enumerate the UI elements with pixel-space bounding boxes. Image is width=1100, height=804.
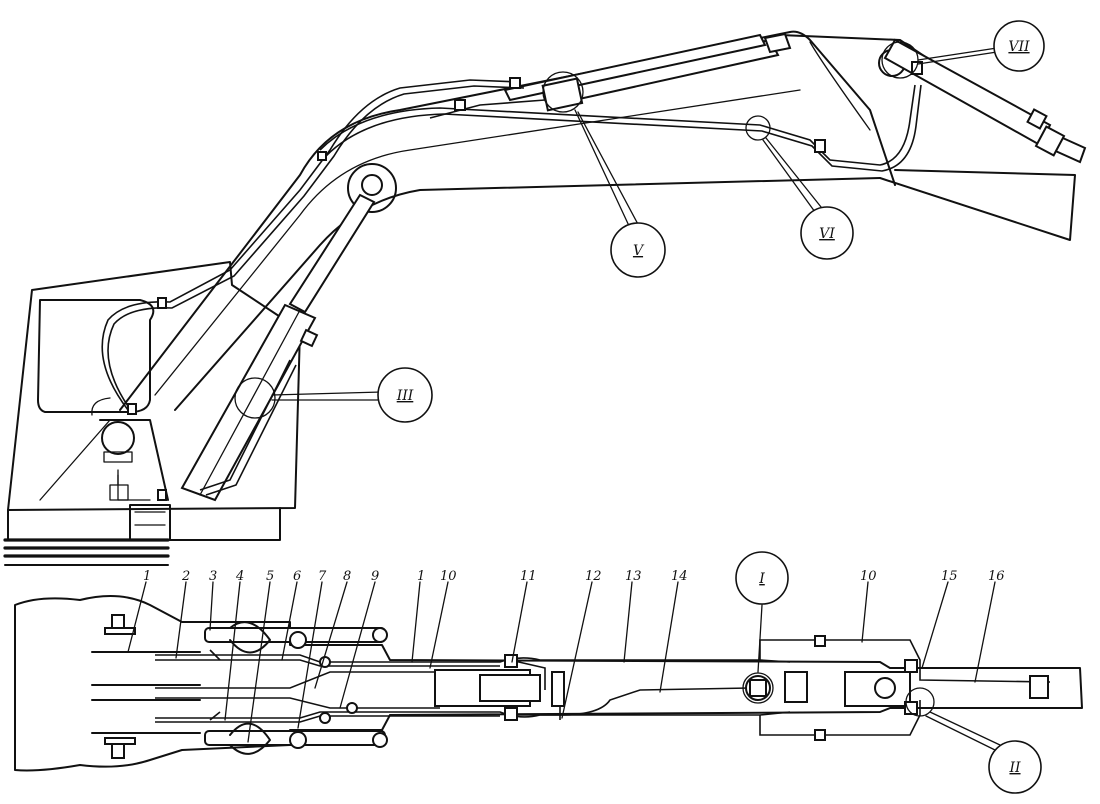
callout-iii: III	[377, 367, 433, 423]
base-frame	[3, 261, 301, 566]
callout-i: I	[735, 551, 789, 605]
part-label: 13	[625, 569, 642, 584]
part-label: 1	[143, 569, 151, 584]
part-label: 12	[585, 569, 602, 584]
callout-ii: II	[988, 740, 1042, 794]
svg-text:II: II	[1008, 760, 1021, 776]
part-label: 9	[371, 569, 379, 584]
plan-boom-cylinders	[204, 621, 388, 755]
svg-text:VII: VII	[1008, 39, 1030, 55]
part-label: 10	[860, 569, 877, 584]
part-label: 3	[209, 569, 217, 584]
part-label: 15	[941, 569, 958, 584]
callout-ring-vi	[745, 115, 771, 141]
part-label: 6	[293, 569, 301, 584]
svg-text:I: I	[758, 571, 765, 587]
arm-cylinder	[503, 32, 792, 112]
bucket-cylinder	[883, 38, 1087, 164]
hydraulic-lines-side	[101, 61, 923, 501]
callout-v: V	[610, 222, 666, 278]
part-label: 11	[520, 569, 537, 584]
callout-vi: VI	[800, 206, 854, 260]
callout-ring-ii	[905, 687, 935, 717]
part-label: 1	[417, 569, 425, 584]
callout-vii: VII	[993, 20, 1045, 72]
part-label: 8	[343, 569, 351, 584]
part-label: 14	[671, 569, 688, 584]
part-leaders	[127, 581, 996, 743]
part-label: 16	[988, 569, 1005, 584]
svg-text:III: III	[396, 388, 414, 404]
part-label: 2	[181, 569, 190, 584]
side-view	[3, 30, 1087, 566]
callout-ring-v	[542, 71, 584, 113]
part-labels: 1 2 3 4 5 6 7 8 9 1 10 11 12 13 14 10 15…	[143, 569, 1005, 584]
svg-text:VI: VI	[819, 226, 835, 242]
callout-ring-i	[742, 672, 774, 704]
svg-text:V: V	[633, 243, 645, 259]
plan-rods	[91, 614, 201, 759]
plan-view	[14, 581, 1083, 772]
callout-ring-iii	[234, 377, 276, 419]
plan-components	[319, 635, 1049, 741]
part-label: 4	[235, 569, 244, 584]
plan-lines	[155, 639, 1051, 736]
part-label: 10	[440, 569, 457, 584]
part-label: 5	[266, 569, 274, 584]
boom-lift-cylinder	[180, 193, 376, 502]
part-label: 7	[318, 569, 327, 584]
